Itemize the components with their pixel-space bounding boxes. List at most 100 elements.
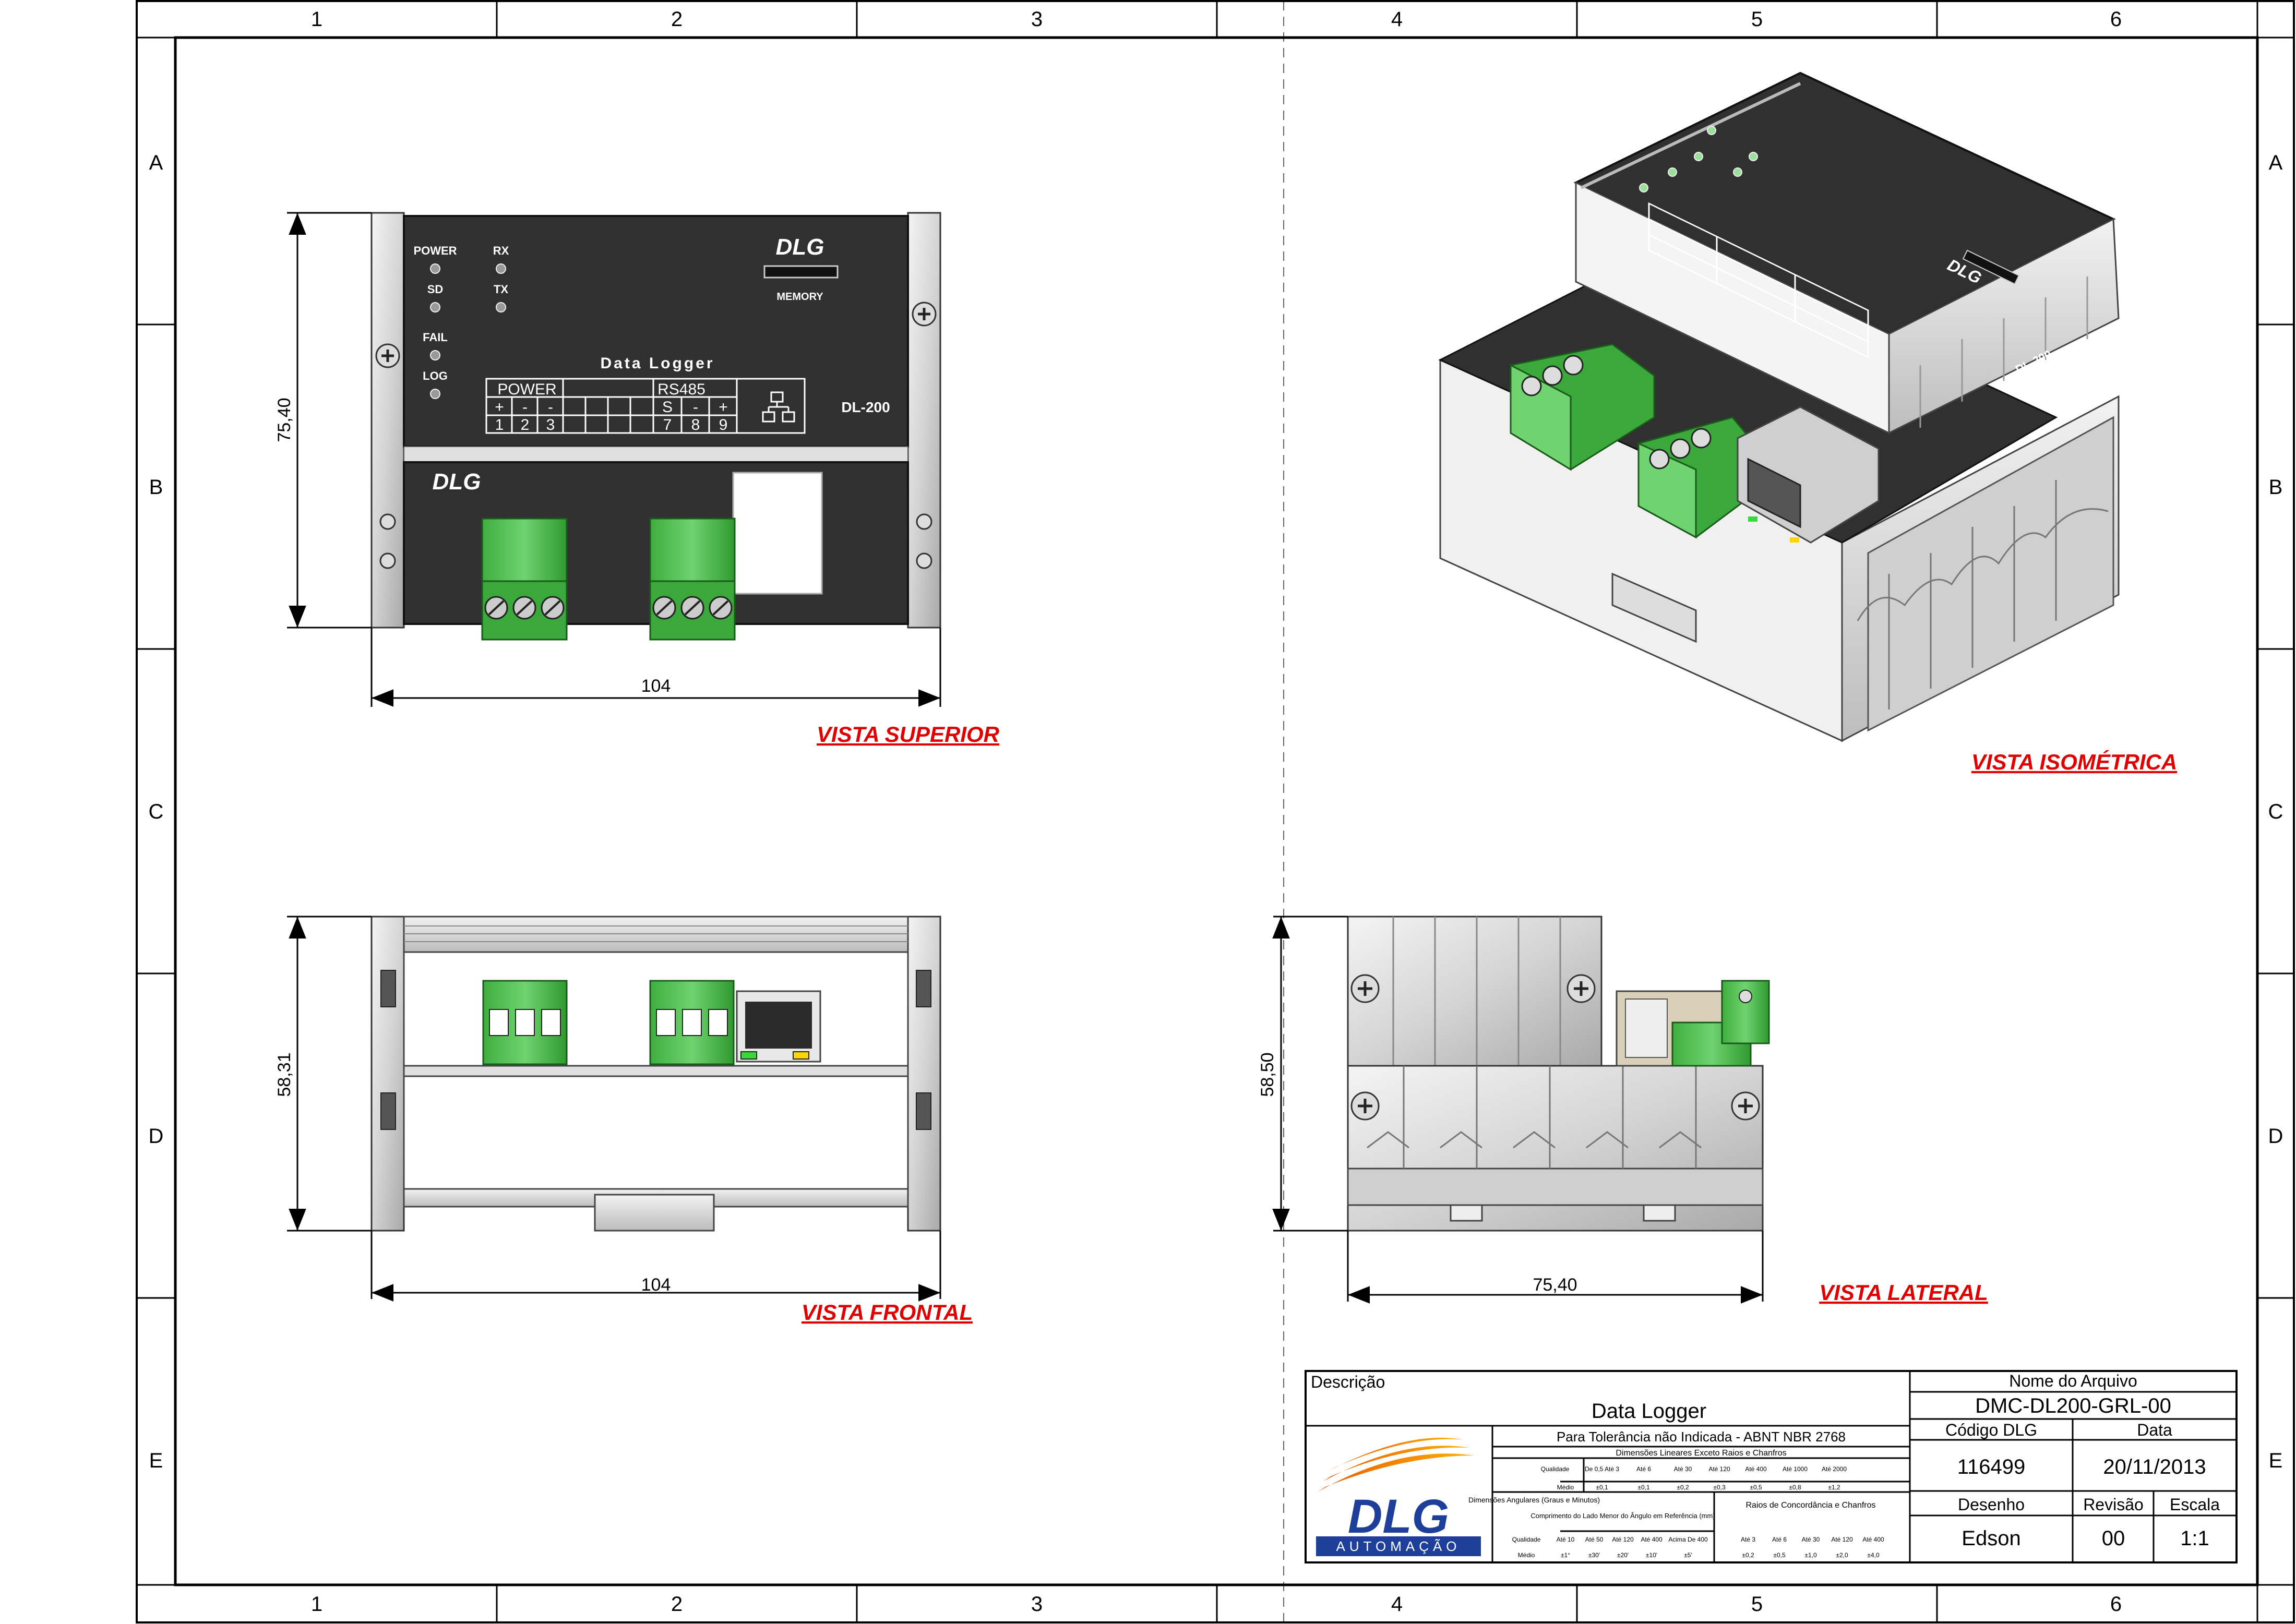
radius-range: Até 400 [1862, 1536, 1884, 1543]
medio-label-linear: Médio [1557, 1484, 1574, 1491]
led-log-icon [430, 389, 440, 399]
front-terminal-rs485 [649, 980, 735, 1065]
terminal-block-power [481, 518, 568, 641]
front-rj45 [736, 990, 821, 1063]
code-value: 116499 [1957, 1455, 2026, 1478]
linear-range: Até 120 [1708, 1465, 1730, 1473]
power-pin-2: 2 [521, 416, 530, 434]
radius-value: ±0,2 [1742, 1551, 1754, 1559]
description-label: Descrição [1311, 1373, 1385, 1391]
dimension-lines-front [287, 916, 941, 1302]
led-power-icon [430, 263, 440, 274]
rs485-pin-7: 7 [663, 416, 672, 434]
col-label-top-3: 3 [1031, 8, 1043, 31]
drawing-value: Edson [1962, 1527, 2020, 1550]
iso-memory-slot [1962, 249, 2020, 285]
dimension-lines-top [287, 212, 941, 707]
col-label-top-5: 5 [1751, 8, 1763, 31]
angular-range: Até 50 [1585, 1536, 1604, 1543]
angular-title: Dimensões Angulares (Graus e Minutos) [1468, 1496, 1600, 1504]
front-rail-left [370, 916, 405, 1232]
col-label-bottom-6: 6 [2110, 1593, 2122, 1616]
row-label-left-a: A [149, 151, 163, 174]
rj45-top [732, 472, 823, 595]
revision-label: Revisão [2083, 1495, 2144, 1514]
revision-value: 00 [2102, 1527, 2125, 1550]
memory-slot [763, 265, 839, 279]
iso-terminal-rs485 [1637, 416, 1760, 539]
col-label-top-6: 6 [2110, 8, 2122, 31]
view-title-iso: VISTA ISOMÉTRICA [1971, 750, 2177, 774]
linear-value: ±0,1 [1637, 1484, 1650, 1491]
row-label-right-b: B [2269, 476, 2283, 499]
dim-front-height: 58,31 [274, 1052, 294, 1097]
dim-side-height: 58,50 [1258, 1052, 1277, 1097]
view-side: 75,40 58,50 VISTA LATERAL [1258, 916, 1988, 1305]
row-label-left-e: E [149, 1449, 163, 1472]
rs485-header: RS485 [657, 381, 705, 398]
medio-label-angular: Médio [1518, 1551, 1535, 1559]
rs485-pin-9: 9 [719, 416, 728, 434]
grid-labels: 1 2 3 4 5 6 1 2 3 4 5 6 A B C D E A B C … [149, 8, 2283, 1616]
radius-range: Até 120 [1831, 1536, 1853, 1543]
linear-range: De 0,5 Até 3 [1585, 1465, 1619, 1473]
linear-range: Até 30 [1674, 1465, 1692, 1473]
radius-value: ±0,5 [1773, 1551, 1786, 1559]
dim-top-width: 104 [641, 676, 671, 696]
date-label: Data [2137, 1421, 2172, 1439]
rs485-sign-s: S [662, 399, 673, 416]
linear-value: ±0,3 [1713, 1484, 1726, 1491]
linear-value: ±0,5 [1750, 1484, 1762, 1491]
linear-range: Até 6 [1636, 1465, 1651, 1473]
led-tx-icon [496, 302, 506, 312]
iso-terminal-power [1510, 343, 1655, 471]
file-name-label: Nome do Arquivo [2009, 1372, 2137, 1390]
radius-value: ±2,0 [1836, 1551, 1848, 1559]
radius-value: ±1,0 [1804, 1551, 1817, 1559]
linear-range: Até 400 [1745, 1465, 1767, 1473]
row-label-right-e: E [2269, 1449, 2283, 1472]
linear-title: Dimensões Lineares Exceto Raios e Chanfr… [1616, 1449, 1786, 1458]
quality-label-angular: Qualidade [1512, 1536, 1541, 1543]
date-value: 20/11/2013 [2103, 1455, 2206, 1478]
row-label-left-b: B [149, 476, 163, 499]
memory-label: MEMORY [776, 291, 823, 303]
row-label-right-c: C [2268, 800, 2283, 823]
col-label-top-4: 4 [1391, 8, 1403, 31]
radius-range: Até 6 [1772, 1536, 1787, 1543]
angular-range: Acima De 400 [1668, 1536, 1708, 1543]
angular-value: ±30' [1588, 1551, 1600, 1559]
view-title-front: VISTA FRONTAL [802, 1300, 973, 1325]
rs485-pin-8: 8 [691, 416, 700, 434]
side-screw-icon [1350, 974, 1760, 1121]
col-label-top-1: 1 [311, 8, 322, 31]
linear-value: ±0,1 [1596, 1484, 1608, 1491]
angular-value: ±5' [1684, 1551, 1692, 1559]
power-header: POWER [497, 381, 556, 398]
scale-label: Escala [2170, 1495, 2220, 1514]
rs485-sign-plus: + [719, 399, 728, 416]
dimension-lines-side [1272, 916, 1764, 1304]
angular-range: Até 10 [1557, 1536, 1575, 1543]
file-name-value: DMC-DL200-GRL-00 [1975, 1394, 2171, 1417]
led-label-rx: RX [493, 244, 509, 257]
front-terminal-power [482, 980, 568, 1065]
linear-value: ±0,2 [1677, 1484, 1689, 1491]
col-label-bottom-2: 2 [671, 1593, 683, 1616]
view-front: 104 58,31 VISTA FRONTAL [274, 916, 973, 1325]
dim-top-height: 75,40 [274, 398, 294, 442]
angular-sub: Comprimento do Lado Menor do Ângulo em R… [1530, 1512, 1715, 1520]
company-logo: DLG AUTOMAÇÃO [1316, 1438, 1481, 1556]
col-label-top-2: 2 [671, 8, 683, 31]
angular-value: ±10' [1646, 1551, 1657, 1559]
dim-side-width: 75,40 [1533, 1275, 1577, 1295]
power-sign-1: + [495, 399, 504, 416]
drawing-label: Desenho [1958, 1495, 2025, 1514]
power-sign-3: - [548, 399, 553, 416]
col-label-bottom-5: 5 [1751, 1593, 1763, 1616]
led-sd-icon [430, 302, 440, 312]
tolerance-title: Para Tolerância não Indicada - ABNT NBR … [1557, 1429, 1846, 1445]
power-pin-1: 1 [495, 416, 504, 434]
code-label: Código DLG [1945, 1421, 2037, 1439]
